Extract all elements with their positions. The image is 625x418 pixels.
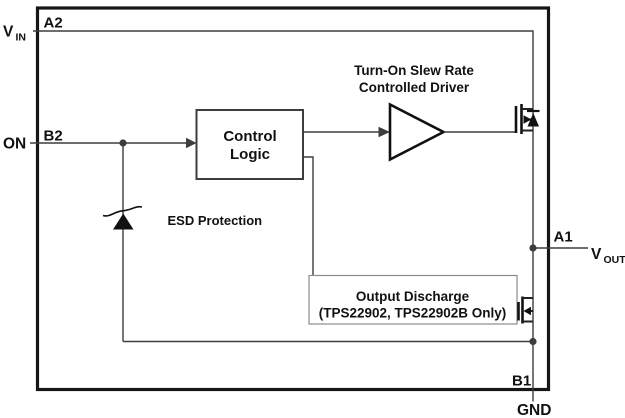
driver-label-line2: Controlled Driver bbox=[359, 80, 470, 95]
pass-fet-body-arrow-icon bbox=[523, 115, 532, 124]
vout-base-label: V bbox=[591, 246, 602, 263]
output-discharge-box bbox=[308, 274, 518, 325]
pin-label-on: ON bbox=[3, 136, 26, 153]
discharge-fet-body-arrow-icon bbox=[523, 306, 531, 316]
vin-subscript-label: IN bbox=[16, 32, 27, 44]
control-logic-box bbox=[195, 109, 304, 180]
output-discharge-label-line2: (TPS22902, TPS22902B Only) bbox=[319, 306, 507, 321]
control-logic-label-line2: Logic bbox=[230, 146, 270, 163]
pass-fet-body-diode-triangle-icon bbox=[527, 113, 539, 127]
discharge-fet bbox=[517, 296, 533, 324]
pad-label-b2: B2 bbox=[44, 128, 63, 145]
output-discharge-label-line1: Output Discharge bbox=[356, 289, 470, 304]
slew-rate-driver-triangle bbox=[388, 102, 447, 162]
esd-protection-label: ESD Protection bbox=[168, 213, 263, 228]
esd-diode-triangle-icon bbox=[113, 213, 134, 230]
vout-subscript-label: OUT bbox=[604, 254, 625, 266]
pass-fet bbox=[514, 104, 540, 134]
pad-label-b1: B1 bbox=[512, 373, 531, 390]
esd-diode-cathode-squiggle-icon bbox=[102, 205, 143, 217]
ic-boundary-box bbox=[35, 6, 551, 392]
vin-base-label: V bbox=[3, 24, 14, 41]
control-to-discharge-wire bbox=[303, 156, 314, 276]
control-logic-label-line1: Control bbox=[223, 128, 276, 145]
esd-diode bbox=[102, 205, 143, 230]
pin-label-vin: V IN bbox=[3, 24, 26, 44]
vin-rail-wire bbox=[33, 30, 534, 342]
on-wire-arrowhead-icon bbox=[186, 137, 197, 149]
pin-label-vout: V OUT bbox=[591, 246, 625, 266]
pin-label-gnd: GND bbox=[517, 402, 551, 418]
pad-label-a1: A1 bbox=[554, 229, 573, 246]
driver-label-line1: Turn-On Slew Rate bbox=[354, 63, 474, 78]
driver-input-arrowhead-icon bbox=[378, 126, 390, 138]
pad-label-a2: A2 bbox=[44, 15, 63, 32]
